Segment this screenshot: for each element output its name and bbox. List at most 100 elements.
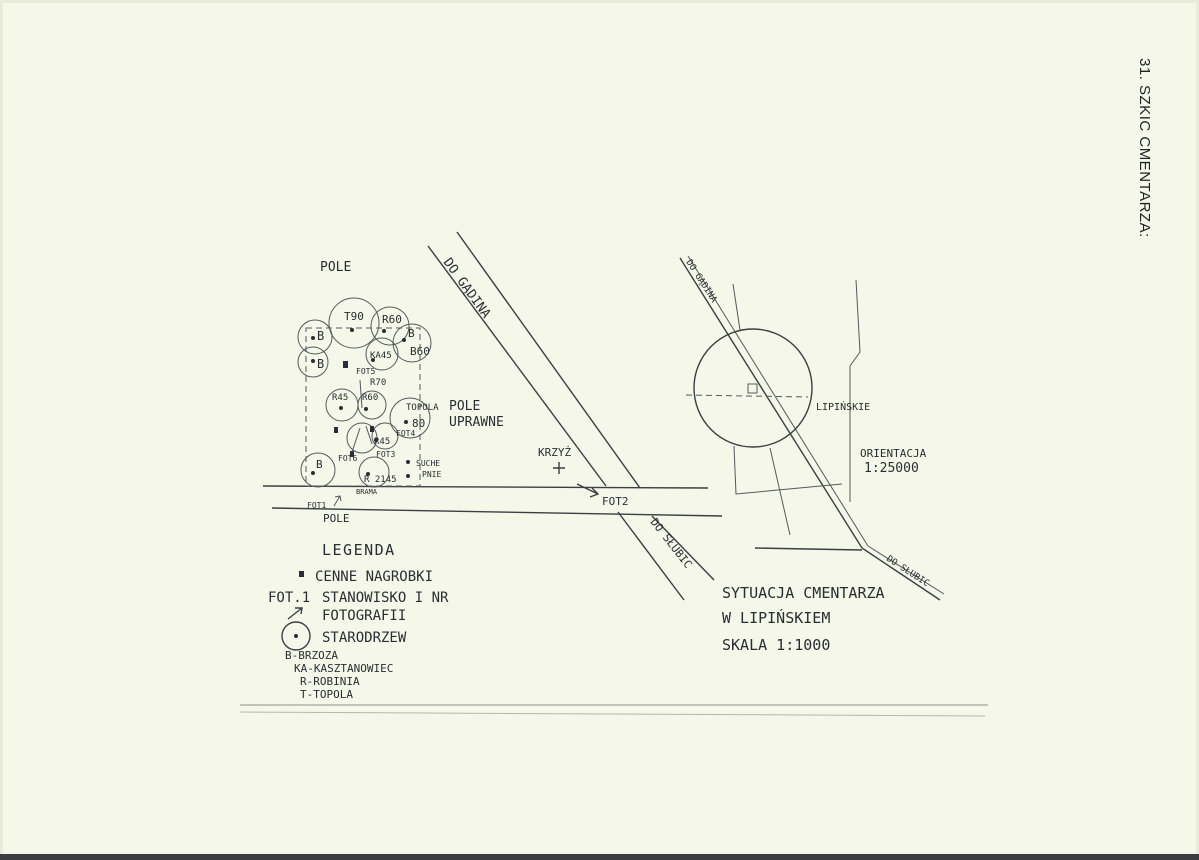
tree-crown-b3 [300,452,336,488]
orientation-label: ORIENTACJA [860,447,927,460]
legend-photo-desc-2: FOTOGRAFII [322,608,406,624]
tree-crown-r60 [370,306,410,346]
situation-road-line-c [861,547,941,601]
situation-dashed-line [685,394,809,398]
village-label: LIPIŃSKIE [816,400,870,413]
road-line-bottom [271,507,723,517]
tree-trunk-markers [311,328,410,478]
field-cultivated-label-2: UPRAWNE [449,415,504,430]
old-tree-dot-icon [294,634,298,638]
situation-title-1: SYTUACJA CMENTARZA [722,584,885,602]
tree-crown-b2 [297,346,329,378]
cross-label: KRZYŻ [538,446,571,459]
tree-dot [374,438,378,442]
tree-dot [339,406,343,410]
tree-dot [311,336,315,340]
road-gadina-line-b [456,231,641,489]
cemetery-circle [693,328,813,448]
situation-path [732,283,741,331]
situation-road-line-a [679,257,863,549]
tree-crown-r45b [371,422,399,450]
fot3-label: FOT3 [376,450,395,459]
road-gadina-line-a [427,245,607,487]
grave-mark [370,426,374,432]
situation-title-2: W LIPIŃSKIEM [722,608,830,627]
situation-scale: SKALA 1:1000 [722,636,830,654]
situation-road-slubic-label: DO SŁUBIC [884,554,930,589]
tree-crown-ka45 [365,337,399,371]
legend-species-3: R-ROBINIA [300,675,360,688]
situation-road-line-b [687,255,869,547]
tree-dot [371,358,375,362]
tree-label-topola: TOPOLA [406,403,439,413]
fot1-label: FOT1 [307,501,326,510]
legend-species-1: B-BRZOZA [285,649,338,662]
legend: LEGENDA CENNE NAGROBKI FOT.1 STANOWISKO … [268,541,449,701]
situation-path [849,279,861,502]
fot2-arrow-icon [576,483,600,498]
tree-dot [404,420,408,424]
field-bottom-label: POLE [323,512,350,525]
orientation-scale: 1:25000 [864,461,919,476]
tree-crown-topola [389,397,431,439]
fot5-label: FOT5 [356,367,375,376]
page-title: 31. SZKIC CMENTARZA: [1136,58,1153,238]
tree-dot [311,359,315,363]
scan-border [0,854,1199,860]
tree-label-r45b: R45 [374,437,390,447]
legend-photo-desc-1: STANOWISKO I NR [322,590,449,606]
tree-label-b1: B [317,329,324,343]
tree-label-b2: B [317,357,324,371]
tree-label-r70: R70 [370,378,386,388]
tree-crown-b1 [297,319,333,355]
tree-dot [364,407,368,411]
tree-crown-extra [346,422,378,454]
situation-map: DO GĄDINA DO SŁUBIC LIPIŃSKIE ORIENTACJA… [679,255,945,654]
valuable-grave-markers [334,361,374,457]
fot2-label: FOT2 [602,495,629,508]
grave-mark [343,361,348,368]
photo-direction-arrows [351,379,373,453]
tree-dot [366,472,370,476]
tree-label-ka45: KA45 [370,351,392,361]
legend-species-4: T-TOPOLA [300,688,353,701]
legend-title: LEGENDA [322,541,396,559]
cemetery-symbol-icon [747,383,758,394]
tree-label-t90: T90 [344,310,364,323]
legend-valuable-graves: CENNE NAGROBKI [315,569,433,585]
dry-pines-label-2: PNIE [422,470,441,479]
tree-label-b60: B60 [410,345,430,358]
valuable-grave-icon [299,571,304,577]
tree-label-r2145: R 2145 [364,475,397,485]
legend-old-trees: STARODRZEW [322,630,407,646]
fot1-arrow-icon [333,495,342,507]
tree-label-b3: B [316,458,323,471]
road-slubic-line-a [617,511,685,601]
tree-dot [402,338,406,342]
legend-species-2: KA-KASZTANOWIEC [294,662,393,675]
old-tree-icon [281,621,311,651]
tree-crown-t90 [328,297,380,349]
grave-mark [350,451,354,457]
tree-dot [350,328,354,332]
situation-path [733,445,843,495]
dry-pines-label-1: SUCHE [416,459,440,468]
road-gadina-label: DO GĄDINA [440,256,494,322]
tree-crown-r60b [357,390,387,420]
cemetery-boundary [305,327,421,487]
legend-photo-code: FOT.1 [268,590,310,606]
tree-dot [406,460,410,464]
field-cultivated-label-1: POLE [449,399,480,414]
fot6-label: FOT6 [338,454,357,463]
road-slubic-line-b [651,515,715,581]
gate-label: BRAMA [356,488,378,496]
fot4-label: FOT4 [396,429,415,438]
tree-dot [382,329,386,333]
tree-dot [406,474,410,478]
situation-path [754,547,863,551]
tree-label-b: B [408,327,415,340]
grave-mark [334,427,338,433]
tree-dot [311,471,315,475]
